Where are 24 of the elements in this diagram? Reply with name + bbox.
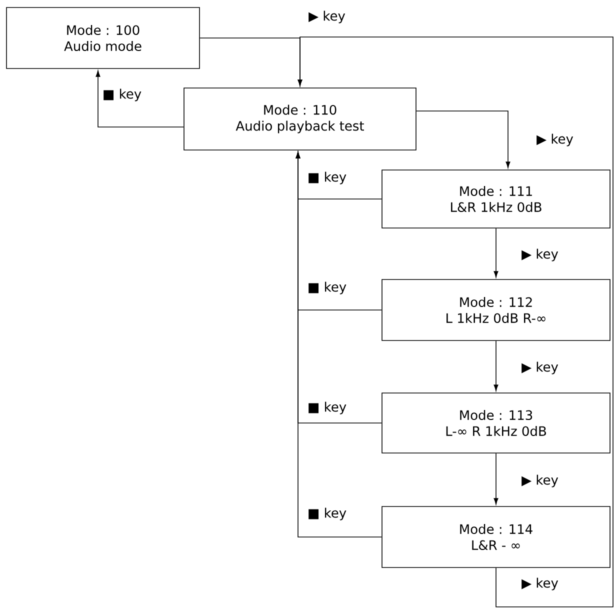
mode-box: Mode : 111 L&R 1kHz 0dB (382, 170, 610, 228)
edge-label: ■ key (101, 88, 143, 102)
arrow (494, 453, 498, 505)
arrow (494, 228, 498, 278)
edge-label: ■ key (306, 400, 348, 416)
arrow (96, 70, 184, 128)
edge-label: ■ key (306, 170, 348, 186)
arrow (494, 340, 498, 392)
arrow (298, 36, 614, 608)
edge-label: ▶ key (536, 132, 574, 148)
edge-label: ■ key (306, 280, 348, 296)
arrow (416, 110, 510, 168)
mode-box: Mode : 100 Audio mode (6, 7, 200, 69)
edge-label: ▶ key (520, 360, 560, 376)
edge-label: ▶ key (308, 10, 346, 24)
edge-label: ▶ key (520, 474, 560, 488)
edge-label: ▶ key (520, 576, 560, 592)
edge-label: ▶ key (520, 248, 560, 262)
edge-label: ■ key (306, 506, 348, 522)
mode-box: Mode : 112 L 1kHz 0dB R-∞ (382, 279, 610, 341)
mode-box: Mode : 113 L-∞ R 1kHz 0dB (382, 392, 610, 454)
mode-box: Mode : 110 Audio playback test (184, 88, 416, 150)
arrow (296, 152, 382, 538)
mode-box: Mode : 114 L&R - ∞ (382, 506, 610, 568)
